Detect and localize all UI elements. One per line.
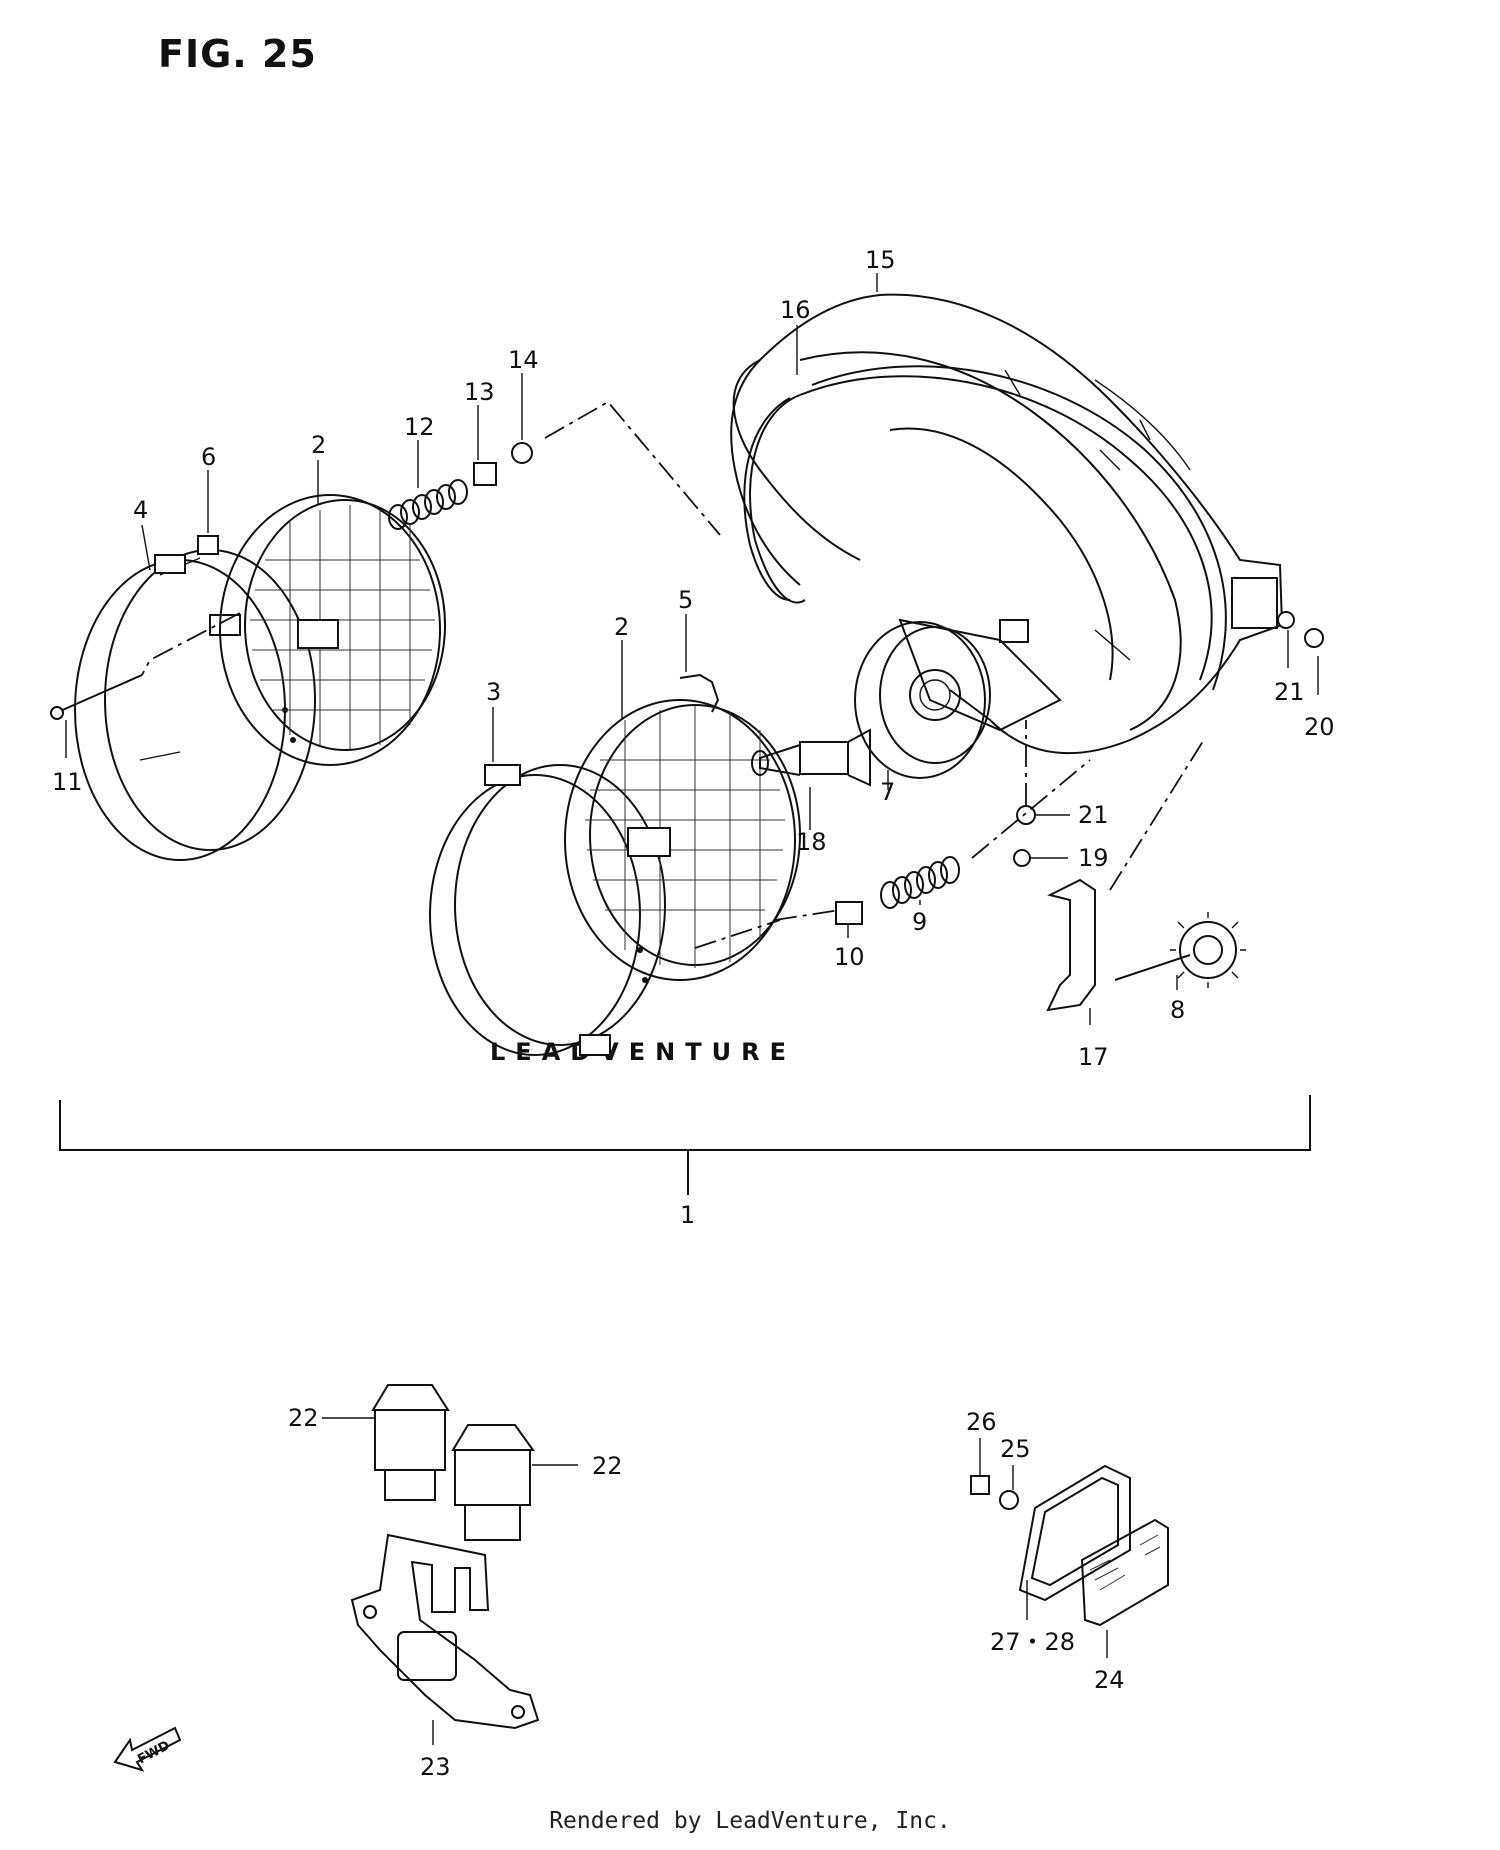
alignment-line-a	[544, 400, 721, 536]
callout-22-right: 22	[592, 1452, 623, 1480]
callout-2-left: 2	[311, 431, 326, 459]
headlight-lens-right	[564, 699, 801, 981]
adjust-screw-11	[57, 674, 143, 713]
callout-13: 13	[464, 378, 495, 406]
fwd-arrow: FWD	[113, 1726, 182, 1772]
bracket-hole-1	[363, 1605, 377, 1619]
washer-21b	[1016, 805, 1036, 825]
nut-13	[473, 462, 497, 486]
callout-21-mid: 21	[1078, 801, 1109, 829]
grommet-6	[197, 535, 219, 555]
screw-19	[1013, 849, 1031, 867]
nut-10	[835, 901, 863, 925]
callout-24: 24	[1094, 1666, 1125, 1694]
callout-25: 25	[1000, 1435, 1031, 1463]
callout-4: 4	[133, 496, 148, 524]
callout-10: 10	[834, 943, 865, 971]
bracket-17	[1046, 878, 1096, 1012]
alignment-line-c	[774, 909, 841, 921]
headlight-lens-left	[219, 494, 446, 766]
relay-left	[371, 1384, 450, 1501]
callout-23: 23	[420, 1753, 451, 1781]
bulb-socket	[854, 621, 991, 779]
callout-9: 9	[912, 908, 927, 936]
callout-27-28: 27・28	[990, 1628, 1075, 1656]
callout-1: 1	[680, 1201, 695, 1229]
headlight-rim-left	[74, 549, 316, 861]
callout-21-top: 21	[1274, 678, 1305, 706]
bracket-hole-2	[511, 1705, 525, 1719]
headlight-rim-right	[429, 764, 666, 1056]
alignment-line-g	[694, 919, 781, 949]
screw-20	[1304, 628, 1324, 648]
reflector-assembly	[1018, 1464, 1169, 1627]
washer-25	[999, 1490, 1019, 1510]
nut-26	[970, 1475, 990, 1495]
washer-21a	[1277, 611, 1295, 629]
relay-bracket	[350, 1533, 540, 1730]
callout-14: 14	[508, 346, 539, 374]
callout-18: 18	[796, 828, 827, 856]
callout-3: 3	[486, 678, 501, 706]
headlight-bulb	[751, 728, 871, 787]
wire-clip	[679, 673, 720, 713]
relay-right	[451, 1424, 535, 1541]
alignment-line-e	[1109, 737, 1206, 891]
adjust-spring-9	[880, 856, 960, 909]
render-credit: Rendered by LeadVenture, Inc.	[549, 1808, 951, 1834]
callout-16: 16	[780, 296, 811, 324]
bracket-window	[397, 1631, 457, 1681]
adjust-screw-8	[1114, 912, 1246, 988]
callout-12: 12	[404, 413, 435, 441]
assembly-bracket	[59, 1095, 1311, 1195]
housing-trim-ring	[743, 365, 1227, 691]
callout-26: 26	[966, 1408, 997, 1436]
callout-19: 19	[1078, 844, 1109, 872]
alignment-line-d	[971, 759, 1091, 859]
fwd-label: FWD	[135, 1738, 172, 1767]
leader-lines	[65, 273, 1319, 1745]
headlight-housing	[730, 293, 1284, 755]
callout-labels: 15 16 14 13 12 2 6 4 11 5 2 3 18 7 21 20…	[52, 246, 1335, 1781]
adjust-spring-12	[388, 479, 468, 530]
callout-6: 6	[201, 443, 216, 471]
callout-7: 7	[880, 778, 895, 806]
callout-20: 20	[1304, 713, 1335, 741]
figure-title: FIG. 25	[158, 32, 317, 76]
callout-17: 17	[1078, 1043, 1109, 1071]
callout-5: 5	[678, 586, 693, 614]
callout-15: 15	[865, 246, 896, 274]
callout-11: 11	[52, 768, 83, 796]
callout-8: 8	[1170, 996, 1185, 1024]
callout-2-right: 2	[614, 613, 629, 641]
callout-22-left: 22	[288, 1404, 319, 1432]
cap-14	[511, 442, 533, 464]
